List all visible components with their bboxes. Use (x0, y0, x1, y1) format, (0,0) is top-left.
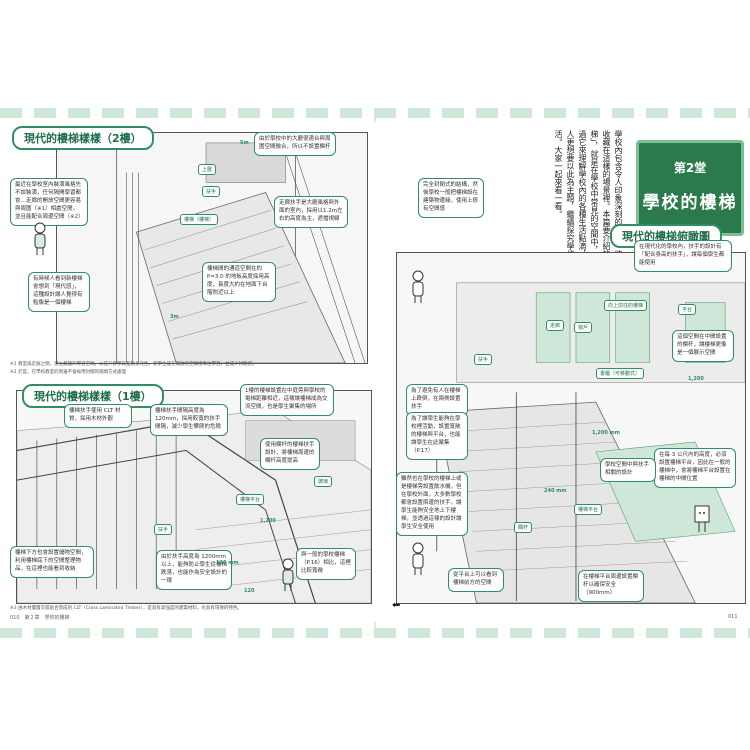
bottom-decorative-stripe (0, 628, 750, 638)
tag-rail: 扶手 (154, 524, 173, 535)
tag-handrail: 扶手 (202, 186, 221, 197)
caption-2: ※2 於是，在學校教室的周邊不會採用封閉的隔間方式處理 (10, 370, 127, 375)
tag-upper: 上層 (198, 164, 217, 175)
cartoon-person-icon (34, 222, 46, 255)
note-1200-rail: 由於扶手高度為 1200mm 以上，能夠防止學生從樓梯跌落，也能作為安全設計的一… (156, 550, 232, 590)
tag-landing-right: 樓梯平台 (574, 504, 603, 515)
left-page: 現代的樓梯樣樣（2樓） 最近在學校室內裝潢風格先不談裝潢，任何隔開學習都會…走廊… (4, 122, 376, 622)
caption-1: ※1 教室與走廊之間，建立無牆的學習空間，以提升教學與互動多元性，使學生能在開放… (10, 362, 257, 367)
dim-1200-right: 1,200 (688, 376, 704, 382)
note-hallway-rail: 走廊扶手是大廳風格與外面的室內，採用以1.2m左右的高度為主，遮擋視線 (274, 196, 348, 228)
note-rail-height: 使用欄杆的樓梯扶手設計，將樓梯周邊的欄杆高度提高 (260, 438, 320, 470)
tag-upstairs: 向上前往的樓梯 (604, 300, 648, 311)
right-page: 學校內包含令人印象深刻的場景，將學生收藏在這樣的場景裡。本篇要介紹的「樓梯」，就… (378, 122, 750, 622)
note-hall-no-railing: 由於學校中的大廳很適合與周圍空間融合，所以不設置欄杆 (254, 132, 336, 156)
section-title-2f: 現代的樓梯樣樣（2樓） (12, 126, 154, 150)
note-landing-railing: 在樓梯平台周邊設置欄杆以確保安全（900mm） (578, 570, 644, 602)
note-handrail-design: 學校空間中與扶手相關的設計 (600, 458, 656, 482)
note-both-handrails: 雖然也在學校的樓梯上或是樓梯旁設置飲水機，但在學校外面，大多數學校都會設置兩邊的… (396, 472, 468, 536)
cartoon-principal-icon (412, 542, 424, 575)
caption-3: ※3 由木材層層交錯貼合而成的 CLT（Cross Laminated Timb… (10, 606, 242, 611)
note-height-handrail: 在現代化的學校內，扶手的設計有「配合身高的扶手」，讓每個學生都能使用 (634, 240, 732, 272)
note-clt-handrail: 樓梯扶手使用 CLT 材質，採用木材外觀 (64, 404, 132, 428)
cartoon-teacher-icon (412, 270, 424, 303)
cartoon-box-mascot-icon (694, 505, 710, 532)
tag-landing: 樓梯平台 (236, 494, 265, 505)
tag-window: 窗戶 (574, 322, 593, 333)
tag-rail-right: 欄杆 (514, 522, 533, 533)
page-folio-left: 010 第２章 學校的樓梯 (10, 615, 70, 621)
note-fall-prevention: 為了避免有人在樓梯上跌倒，在兩側設置扶手 (406, 384, 468, 416)
direction-arrow-icon: ⬅ (392, 600, 401, 611)
note-1f-location: 1樓的樓梯設置在中庭旁與學校的電梯距離相近，這樣讓樓梯成為交流空間，也是學生聚集… (240, 384, 334, 416)
tag-hallway: 走廊 (546, 320, 565, 331)
chapter-intro-text: 學校內包含令人印象深刻的場景，將學生收藏在這樣的場景裡。本篇要介紹的「樓梯」，就… (554, 130, 623, 278)
chapter-title: 學校的樓梯 (642, 193, 738, 213)
tag-storage: 書櫃（可移動式） (596, 368, 645, 379)
dim-120: 120 (244, 588, 255, 594)
dim-120mm: 120 mm (216, 560, 239, 566)
note-stair-passage: 樓梯間的通道空間在約 P=3.0 的地板高度採用高度，長度大約在地面下台階附近以… (202, 262, 276, 302)
note-gathering-landing: 為了讓學生能夠在學校裡活動，設置寬敞的樓梯與平台，也能讓學生在此聚集（P.17） (406, 412, 468, 460)
tag-stair-landing: 平台 (678, 304, 697, 315)
note-open-space: 最近在學校室內裝潢風格先不談裝潢，任何隔開學習都會…走廊的開放空間更容易與周圍（… (10, 178, 88, 226)
tag-handrail-right: 扶手 (474, 354, 493, 365)
tag-glass: 玻璃 (314, 476, 333, 487)
dim-240mm: 240 mm (544, 488, 567, 494)
note-landing-view: 從平台上可以看到樓梯前方的空間 (448, 568, 504, 592)
cartoon-student-icon (282, 558, 294, 591)
dim-3m: 3m (170, 314, 179, 320)
tag-stair: 樓梯（樓梯） (180, 214, 219, 225)
dim-5m: 5m (240, 140, 249, 146)
note-center-rail: 這個空間在中間設置的欄杆，讓樓梯更像是一個展示空間 (672, 330, 734, 362)
chapter-number: 第2堂 (673, 161, 707, 175)
note-modern-feel: 有時候人看到新樓梯會想到「現代感」，這種設計讓人覺得有點像是一個樓梯 (28, 272, 90, 312)
note-compare-general: 與一般的學校樓梯（P.16）相比，這裡比較寬敞 (296, 548, 356, 580)
chapter-board: 第2堂 學校的樓梯 (636, 140, 744, 236)
note-3m-landing-rule: 在每 3 公尺內的高度，必須設置樓梯平台，因此在一般的樓梯中，會將樓梯平台設置在… (654, 448, 736, 488)
page-folio-right: 011 (728, 614, 738, 620)
note-closed-structure: 完全封閉式的結構，然後學校一般把樓梯設在建築物邊緣，使用上很有空間感 (418, 178, 484, 218)
dim-1200mm: 1,200 mm (592, 430, 620, 436)
note-storage-under-stair: 樓梯下方也會設置儲物空間，利用樓梯底下的空間整理物品，在這裡也能看到收納 (10, 546, 94, 578)
dim-1200: 1,200 (260, 518, 276, 524)
top-decorative-stripe (0, 108, 750, 118)
note-rail-gap: 樓梯扶手間隔高度為 120mm，採用較寬的扶手間隔，減少學生攀爬的危險 (150, 404, 228, 436)
